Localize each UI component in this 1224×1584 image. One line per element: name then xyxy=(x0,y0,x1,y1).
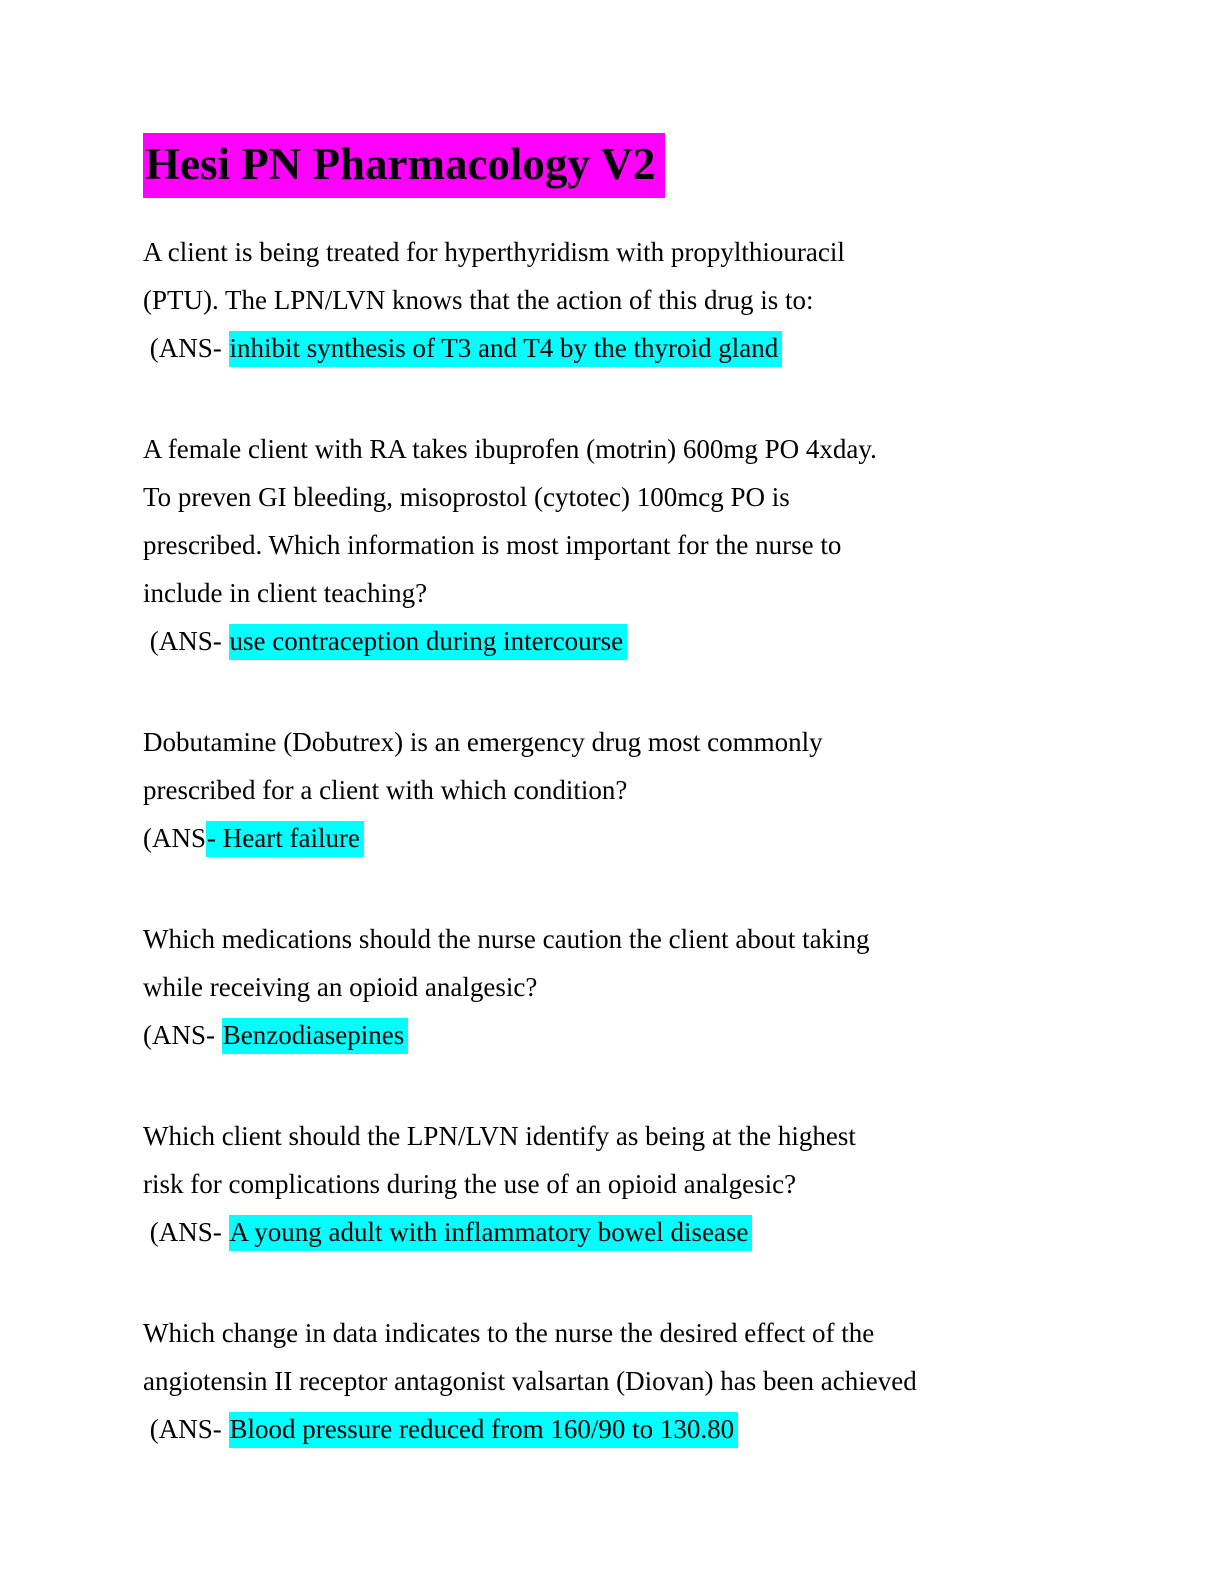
answer-highlight: inhibit synthesis of T3 and T4 by the th… xyxy=(228,331,783,367)
answer-prefix: (ANS- xyxy=(143,1217,229,1247)
answer-line: (ANS- Benzodiasepines xyxy=(143,1011,1128,1059)
answer-prefix: (ANS- xyxy=(143,626,229,656)
question-line: Which medications should the nurse cauti… xyxy=(143,924,870,954)
question-line: risk for complications during the use of… xyxy=(143,1169,797,1199)
question-line: Which client should the LPN/LVN identify… xyxy=(143,1121,856,1151)
answer-line: (ANS- Blood pressure reduced from 160/90… xyxy=(143,1405,1128,1453)
page-title-highlight: Hesi PN Pharmacology V2 xyxy=(143,133,666,198)
answer-prefix: (ANS- xyxy=(143,1020,222,1050)
question-line: (PTU). The LPN/LVN knows that the action… xyxy=(143,285,814,315)
answer-line: (ANS- use contraception during intercour… xyxy=(143,617,1128,665)
answer-prefix: (ANS xyxy=(143,823,207,853)
question-line: angiotensin II receptor antagonist valsa… xyxy=(143,1366,917,1396)
answer-highlight: use contraception during intercourse xyxy=(228,624,628,660)
question-line: To preven GI bleeding, misoprostol (cyto… xyxy=(143,482,790,512)
question-block: Which client should the LPN/LVN identify… xyxy=(143,1112,1128,1256)
question-line: while receiving an opioid analgesic? xyxy=(143,972,538,1002)
answer-prefix: (ANS- xyxy=(143,1414,229,1444)
question-block: A female client with RA takes ibuprofen … xyxy=(143,425,1128,665)
question-block: Which medications should the nurse cauti… xyxy=(143,915,1128,1059)
answer-highlight: Benzodiasepines xyxy=(221,1018,409,1054)
question-block: A client is being treated for hyperthyri… xyxy=(143,228,1128,372)
answer-highlight: - Heart failure xyxy=(206,821,364,857)
question-line: include in client teaching? xyxy=(143,578,428,608)
question-line: Dobutamine (Dobutrex) is an emergency dr… xyxy=(143,727,823,757)
answer-prefix: (ANS- xyxy=(143,333,229,363)
question-block: Dobutamine (Dobutrex) is an emergency dr… xyxy=(143,718,1128,862)
answer-line: (ANS- Heart failure xyxy=(143,814,1128,862)
question-line: Which change in data indicates to the nu… xyxy=(143,1318,875,1348)
question-block: Which change in data indicates to the nu… xyxy=(143,1309,1128,1453)
answer-line: (ANS- A young adult with inflammatory bo… xyxy=(143,1208,1128,1256)
questions-list: A client is being treated for hyperthyri… xyxy=(143,228,1128,1453)
page-title: Hesi PN Pharmacology V2 xyxy=(143,133,1128,198)
answer-line: (ANS- inhibit synthesis of T3 and T4 by … xyxy=(143,324,1128,372)
answer-highlight: A young adult with inflammatory bowel di… xyxy=(228,1215,753,1251)
question-line: A female client with RA takes ibuprofen … xyxy=(143,434,877,464)
question-line: prescribed for a client with which condi… xyxy=(143,775,628,805)
answer-highlight: Blood pressure reduced from 160/90 to 13… xyxy=(228,1412,739,1448)
question-line: prescribed. Which information is most im… xyxy=(143,530,842,560)
question-line: A client is being treated for hyperthyri… xyxy=(143,237,845,267)
